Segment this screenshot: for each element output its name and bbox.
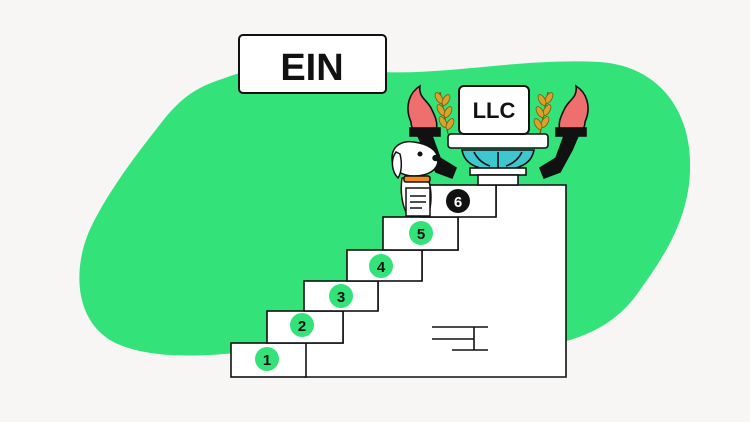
step-number-6: 6 — [454, 194, 462, 211]
dog-ear — [391, 151, 403, 180]
step-number-5: 5 — [417, 226, 425, 243]
right-wheat-icon — [533, 91, 554, 135]
step-number-1: 1 — [263, 352, 271, 369]
dog-collar-icon — [403, 175, 431, 183]
left-wheat-icon — [434, 91, 455, 135]
ein-label: EIN — [280, 47, 343, 89]
ein-sign: EIN — [238, 34, 387, 94]
step-badge-3: 3 — [329, 284, 353, 308]
step-badge-5: 5 — [409, 221, 433, 245]
step-badge-1: 1 — [255, 347, 279, 371]
step-number-4: 4 — [377, 259, 386, 276]
step-badge-4: 4 — [369, 254, 393, 278]
dog-character — [391, 140, 440, 217]
brick-detail — [432, 326, 488, 351]
step-number-2: 2 — [298, 318, 306, 335]
step-badges: 1 2 3 4 5 6 — [255, 189, 470, 371]
step-number-3: 3 — [337, 289, 345, 306]
llc-label: LLC — [473, 98, 516, 123]
step-badge-6: 6 — [446, 189, 470, 213]
llc-monument: LLC — [458, 85, 530, 135]
right-torch — [539, 84, 589, 180]
step-badge-2: 2 — [290, 313, 314, 337]
